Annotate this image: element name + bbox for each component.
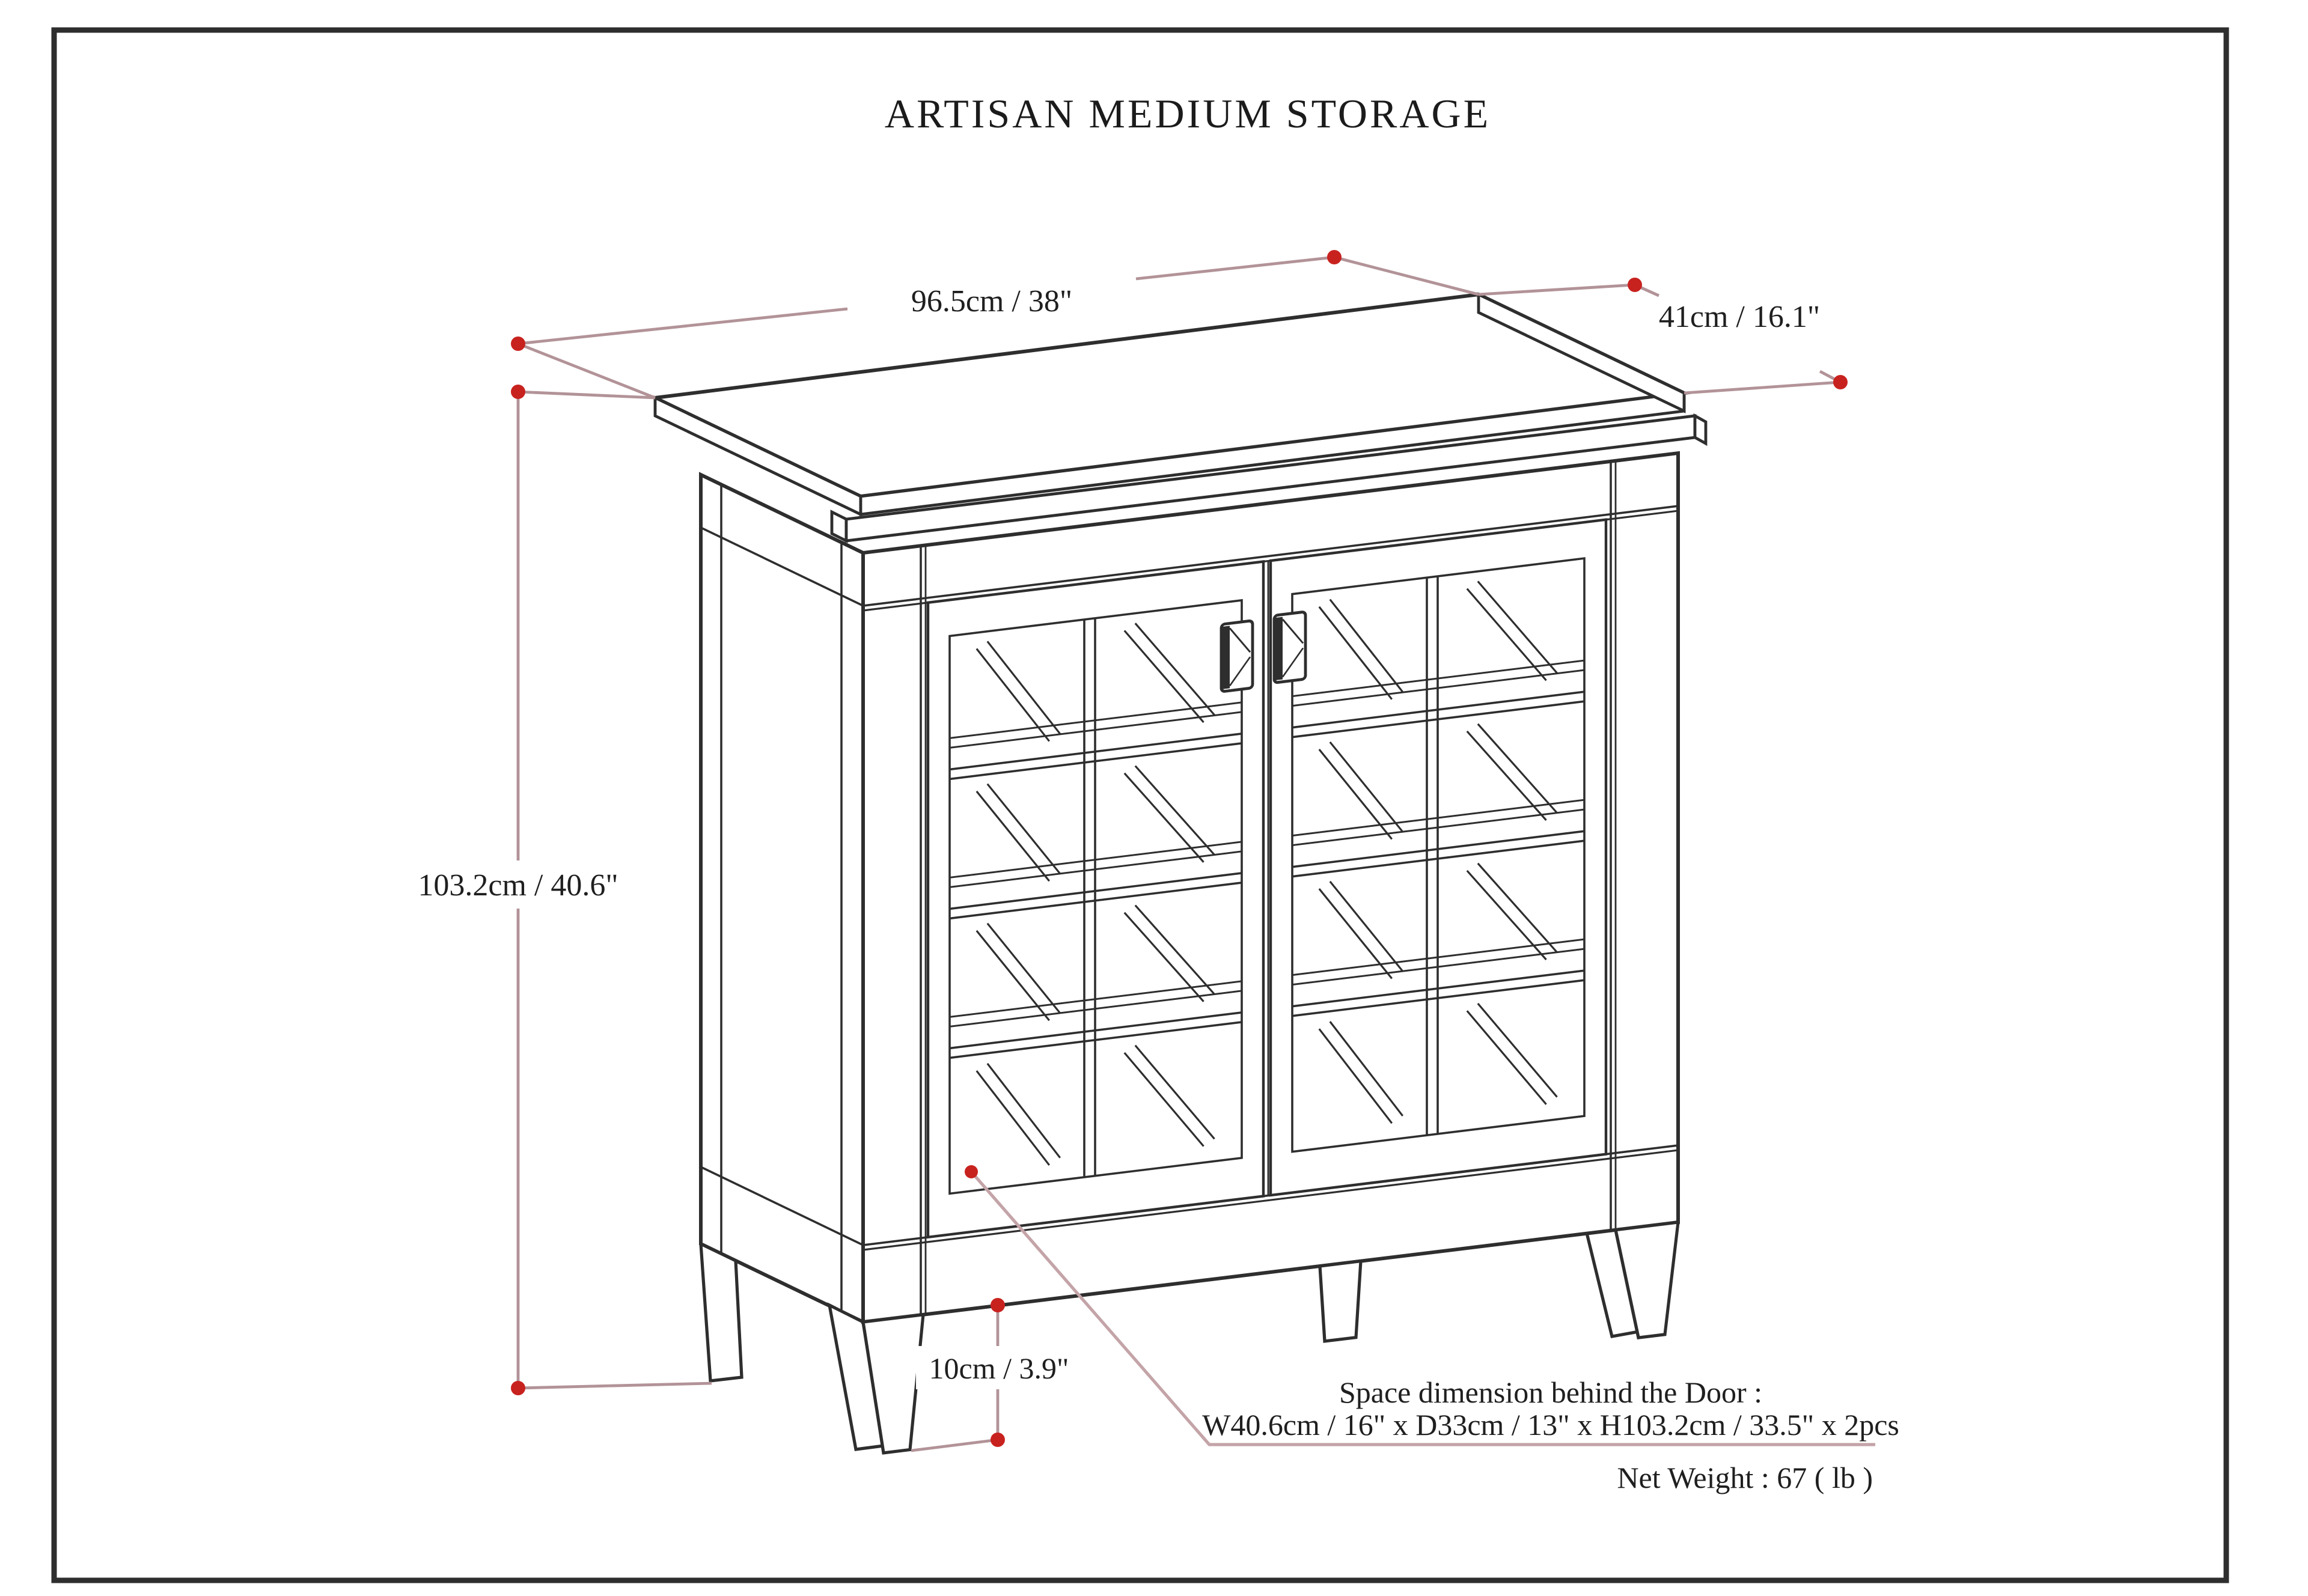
page-title: ARTISAN MEDIUM STORAGE [885,91,1491,136]
net-weight-label: Net Weight : 67 ( lb ) [1617,1461,1873,1494]
cabinet-left-side-panel [699,472,865,1325]
dimension-marker-dot [511,337,525,351]
cabinet-legs-front [861,1220,1680,1455]
leg-height-dimension-label: 10cm / 3.9" [929,1351,1069,1385]
cabinet-illustration [649,292,1708,1455]
dimension-marker-dot [1628,278,1642,292]
right-door-glass-grid [1292,576,1584,1136]
width-dimension-label: 96.5cm / 38" [911,284,1072,318]
space-note-title: Space dimension behind the Door : [1339,1375,1762,1409]
cabinet-front-face [861,451,1680,1455]
dimension-marker-dot [991,1298,1005,1312]
callout-marker-dot [965,1165,978,1178]
space-dimension-note: Space dimension behind the Door : W40.6c… [965,1165,1899,1446]
depth-dimension: 41cm / 16.1" [1478,278,1848,395]
door-handle-left [1220,619,1254,693]
dimension-marker-dot [991,1433,1005,1447]
dimension-marker-dot [511,385,525,399]
page-border [51,27,2229,1583]
door-handle-right [1272,611,1307,684]
height-dimension: 103.2cm / 40.6" [397,385,712,1395]
left-glass-door [926,560,1265,1239]
left-door-glass-grid [950,618,1242,1178]
dimension-marker-dot [1833,375,1848,389]
height-dimension-label: 103.2cm / 40.6" [418,868,618,903]
leg-height-dimension: 10cm / 3.9" [911,1298,1082,1452]
dimension-marker-dot [511,1381,525,1395]
width-dimension: 96.5cm / 38" [511,250,1479,400]
space-note-detail: W40.6cm / 16" x D33cm / 13" x H103.2cm /… [1202,1408,1899,1442]
dimension-marker-dot [1327,250,1342,264]
callout-line [970,1171,1875,1446]
right-glass-door [1269,518,1608,1197]
depth-dimension-label: 41cm / 16.1" [1659,300,1820,334]
